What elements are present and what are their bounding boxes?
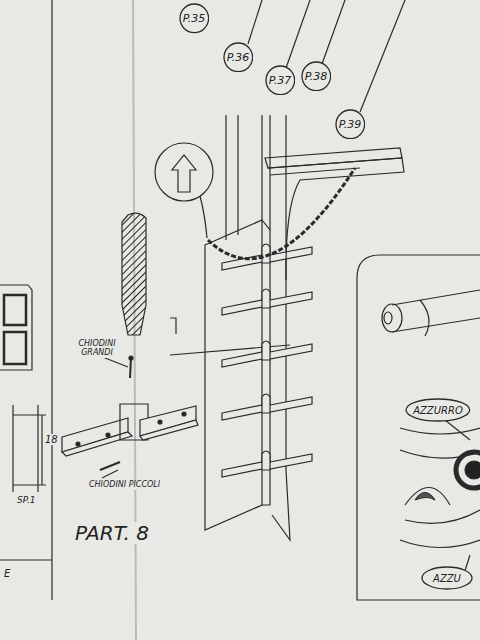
leader-line (100, 356, 128, 367)
hinge-strap (222, 451, 312, 477)
leader-line (102, 470, 118, 478)
l-mark (170, 318, 176, 334)
hinge-strap (222, 341, 312, 367)
callout-circle: P.39 (335, 109, 366, 140)
callout-circle: P.36 (223, 42, 254, 73)
color-name: AZZU (433, 573, 461, 584)
up-arrow (172, 155, 196, 192)
hinge-strap (222, 289, 312, 315)
leader-lines (248, 0, 405, 112)
deck-beam (265, 148, 404, 280)
large-nail (130, 358, 131, 378)
part-name: SP.1 (16, 496, 37, 506)
callout-number: P.35 (183, 12, 206, 25)
frame-line (0, 559, 52, 560)
frame-line (51, 0, 52, 600)
chain (208, 168, 355, 259)
detail-circle (155, 143, 213, 201)
note-text: CHIODINI GRANDI (66, 340, 128, 358)
callout-number: P.36 (227, 51, 250, 64)
callout-number: P.39 (339, 118, 362, 131)
small-nail (100, 462, 120, 470)
callout-number: P.38 (305, 70, 328, 83)
hinge-strap (222, 394, 312, 420)
hinge-straps (222, 244, 312, 477)
leader-line (200, 196, 207, 238)
rudder-pin (122, 213, 146, 335)
callout-circle: P.38 (301, 61, 332, 92)
detail-panel (357, 255, 480, 600)
callout-circle: P.37 (265, 65, 296, 96)
dimension: 18 (44, 434, 59, 445)
color-name: AZZURRO (413, 405, 463, 416)
hinge-parts (62, 404, 198, 456)
window-part (0, 285, 32, 370)
color-tag: AZZURRO (405, 398, 471, 422)
color-tag: AZZU (421, 566, 473, 590)
note-text: CHIODINI PICCOLI (88, 481, 161, 490)
callout-circle: P.35 (179, 3, 210, 34)
part-title: PART. 8 (74, 522, 150, 544)
dimension-lines (13, 405, 46, 492)
text-fragment: E (3, 568, 11, 579)
rudder (170, 115, 290, 540)
callout-number: P.37 (269, 74, 292, 87)
